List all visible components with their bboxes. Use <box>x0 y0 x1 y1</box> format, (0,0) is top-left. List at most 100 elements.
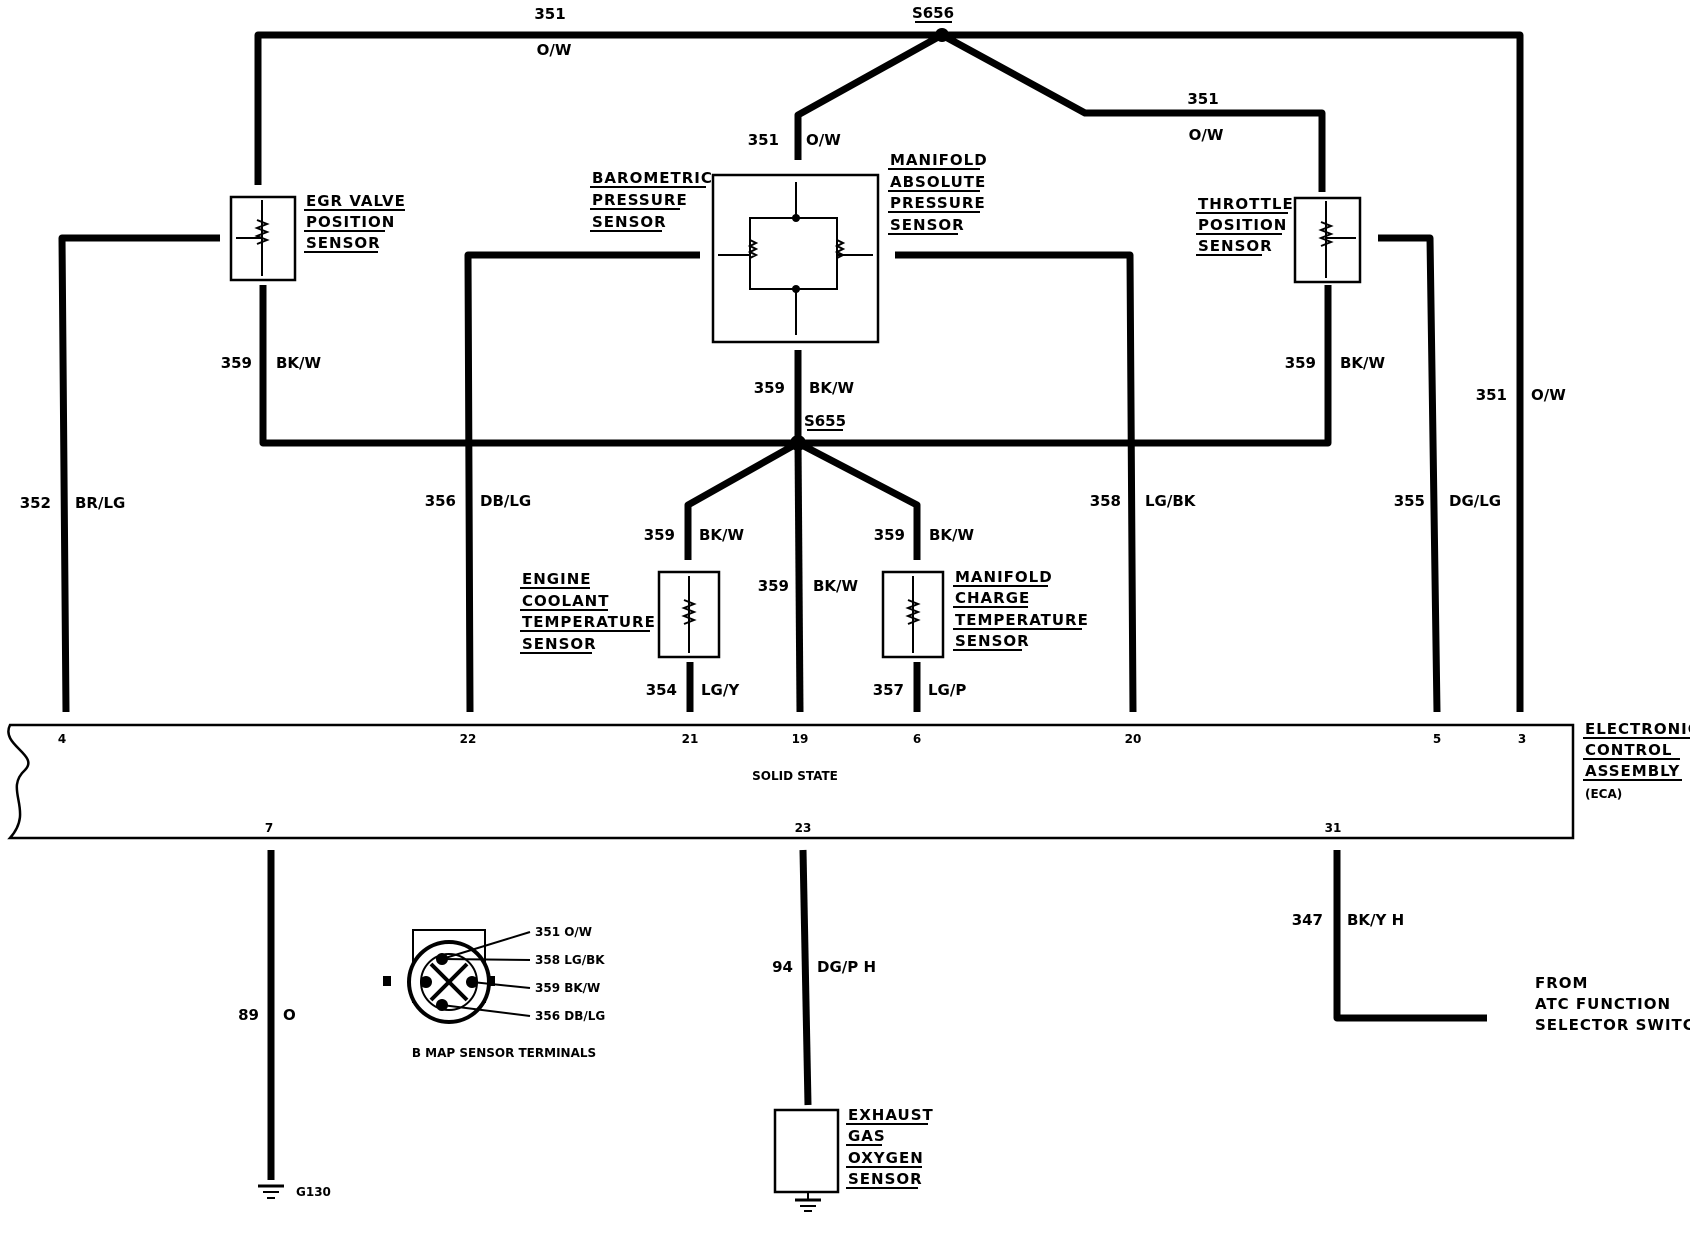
svg-text:SENSOR: SENSOR <box>592 213 667 231</box>
ect-label: ENGINE COOLANT TEMPERATURE SENSOR <box>520 570 655 654</box>
svg-text:ELECTRONIC: ELECTRONIC <box>1585 720 1690 738</box>
svg-text:PRESSURE: PRESSURE <box>890 194 986 212</box>
svg-text:SENSOR: SENSOR <box>848 1170 923 1188</box>
svg-text:(ECA): (ECA) <box>1585 787 1622 801</box>
svg-text:ATC FUNCTION: ATC FUNCTION <box>1535 995 1671 1013</box>
label-351-tps: 351 <box>1187 90 1218 108</box>
label-lgy: LG/Y <box>701 681 740 699</box>
wire-355 <box>1378 234 1441 713</box>
baro-label: BAROMETRIC PRESSURE SENSOR <box>590 169 713 232</box>
map-terminal-caption: B MAP SENSOR TERMINALS <box>412 1046 596 1060</box>
svg-text:BAROMETRIC: BAROMETRIC <box>592 169 713 187</box>
svg-text:S655: S655 <box>804 412 846 430</box>
svg-text:MANIFOLD: MANIFOLD <box>955 568 1053 586</box>
label-359-eca: 359 <box>758 577 789 595</box>
svg-text:EXHAUST: EXHAUST <box>848 1106 934 1124</box>
label-359-ect: 359 <box>644 526 675 544</box>
label-357: 357 <box>873 681 904 699</box>
tps-sensor <box>1293 196 1362 284</box>
svg-text:SENSOR: SENSOR <box>1198 237 1273 255</box>
pin-4: 4 <box>58 732 66 746</box>
label-358: 358 <box>1090 492 1121 510</box>
pin-21: 21 <box>682 732 699 746</box>
label-89: 89 <box>238 1006 259 1024</box>
label-bkw-egr: BK/W <box>276 354 322 372</box>
label-359-tps: 359 <box>1285 354 1316 372</box>
svg-text:GAS: GAS <box>848 1127 886 1145</box>
label-ow-tps: O/W <box>1189 126 1224 144</box>
svg-text:MANIFOLD: MANIFOLD <box>890 151 988 169</box>
label-355: 355 <box>1394 492 1425 510</box>
label-359-egr: 359 <box>221 354 252 372</box>
egr-label: EGR VALVE POSITION SENSOR <box>304 192 405 253</box>
label-352: 352 <box>20 494 51 512</box>
wire-359-ect <box>684 439 800 560</box>
label-lgbk: LG/BK <box>1145 492 1197 510</box>
label-359-map: 359 <box>754 379 785 397</box>
svg-text:SENSOR: SENSOR <box>955 632 1030 650</box>
wire-347 <box>1333 850 1487 1022</box>
svg-text:ABSOLUTE: ABSOLUTE <box>890 173 986 191</box>
label-bkw-mct: BK/W <box>929 526 975 544</box>
wire-351-tps <box>940 31 1326 192</box>
svg-text:SENSOR: SENSOR <box>522 635 597 653</box>
pin-3: 3 <box>1518 732 1526 746</box>
label-351-top: 351 <box>534 5 565 23</box>
svg-text:SELECTOR SWITCH: SELECTOR SWITCH <box>1535 1016 1690 1034</box>
tps-label: THROTTLE POSITION SENSOR <box>1196 195 1294 256</box>
splice-s655: S655 <box>804 412 846 431</box>
map-connector-icon <box>383 929 531 1024</box>
pin-20: 20 <box>1125 732 1142 746</box>
svg-text:TEMPERATURE: TEMPERATURE <box>955 611 1089 629</box>
svg-text:SENSOR: SENSOR <box>306 234 381 252</box>
label-354: 354 <box>646 681 677 699</box>
svg-text:POSITION: POSITION <box>1198 216 1287 234</box>
label-bkw-map: BK/W <box>809 379 855 397</box>
egr-sensor <box>229 195 297 282</box>
wire-352 <box>58 234 220 713</box>
eca-body-label: SOLID STATE <box>752 769 838 783</box>
label-ow-baro: O/W <box>806 131 841 149</box>
wire-358 <box>895 251 1137 713</box>
svg-text:FROM: FROM <box>1535 974 1588 992</box>
svg-text:CHARGE: CHARGE <box>955 589 1030 607</box>
pin-7: 7 <box>265 821 273 835</box>
pin-22: 22 <box>460 732 477 746</box>
svg-text:THROTTLE: THROTTLE <box>1198 195 1294 213</box>
svg-text:356 DB/LG: 356 DB/LG <box>535 1009 605 1023</box>
splice-s656: S656 <box>912 4 954 23</box>
label-brlg: BR/LG <box>75 494 125 512</box>
label-351-baro: 351 <box>748 131 779 149</box>
svg-text:S656: S656 <box>912 4 954 22</box>
svg-text:OXYGEN: OXYGEN <box>848 1149 924 1167</box>
pin-6: 6 <box>913 732 921 746</box>
pin-23: 23 <box>795 821 812 835</box>
map-label: MANIFOLD ABSOLUTE PRESSURE SENSOR <box>888 151 988 235</box>
ect-sensor <box>657 570 721 659</box>
eca-body <box>7 723 1575 840</box>
label-bkw-tps: BK/W <box>1340 354 1386 372</box>
mct-label: MANIFOLD CHARGE TEMPERATURE SENSOR <box>953 568 1089 651</box>
label-bkyh: BK/Y H <box>1347 911 1404 929</box>
svg-text:POSITION: POSITION <box>306 213 395 231</box>
label-94: 94 <box>772 958 793 976</box>
label-dblg: DB/LG <box>480 492 531 510</box>
label-359-mct: 359 <box>874 526 905 544</box>
label-347: 347 <box>1292 911 1323 929</box>
svg-text:358 LG/BK: 358 LG/BK <box>535 953 605 967</box>
splice-s655-dot <box>790 435 806 451</box>
svg-text:359 BK/W: 359 BK/W <box>535 981 600 995</box>
atc-label: FROM ATC FUNCTION SELECTOR SWITCH <box>1535 974 1690 1034</box>
wire-356 <box>464 251 700 713</box>
wire-359-mct <box>796 439 921 560</box>
pin-31: 31 <box>1325 821 1342 835</box>
wire-351-baro <box>794 31 944 160</box>
svg-text:CONTROL: CONTROL <box>1585 741 1672 759</box>
ego-sensor <box>773 1108 840 1212</box>
map-baro-sensor <box>711 173 880 344</box>
splice-s656-dot <box>935 28 949 42</box>
label-bkw-eca: BK/W <box>813 577 859 595</box>
label-351-right: 351 <box>1476 386 1507 404</box>
label-bkw-ect: BK/W <box>699 526 745 544</box>
